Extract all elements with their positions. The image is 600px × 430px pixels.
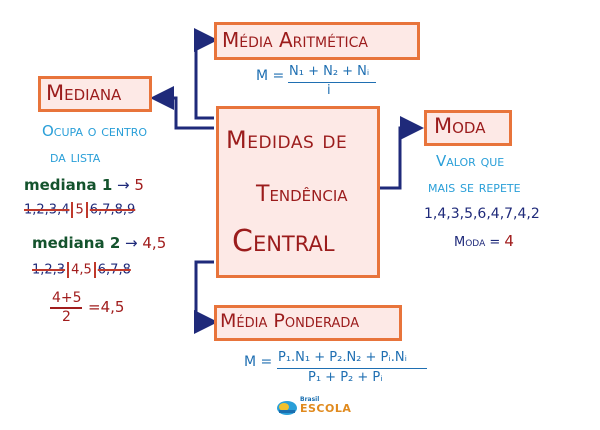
mediana-calc-numerator: 4+5	[52, 290, 82, 306]
mediana-example2-header: mediana 2 → 4,5	[32, 234, 166, 252]
book-icon	[277, 401, 297, 415]
aritmetica-fraction-bar	[288, 82, 376, 83]
moda-box	[424, 110, 512, 146]
mediana-example1-label: mediana 1	[24, 176, 113, 194]
ponderada-formula-numerator: P₁.N₁ + P₂.N₂ + Pᵢ.Nᵢ	[278, 350, 407, 365]
ponderada-fraction-bar	[277, 368, 427, 369]
mediana-box	[38, 76, 152, 112]
mediana-calc-bar	[50, 307, 82, 309]
mediana-title: Mediana	[46, 81, 122, 105]
mediana-example1-list: 1,2,3,4 5 6,7,8,9	[24, 202, 135, 218]
logo-small-text: Brasil	[300, 396, 320, 403]
moda-result-value: 4	[504, 232, 514, 250]
central-title-line3: Central	[232, 224, 335, 259]
mediana-example1-middle: 5	[75, 202, 84, 218]
ponderada-title: Média Ponderada	[220, 310, 360, 332]
mediana-example2-value: 4,5	[142, 234, 167, 252]
mediana-example2-arrow: →	[125, 234, 143, 252]
central-title-line2: Tendência	[256, 182, 348, 207]
aritmetica-title: Média Aritmética	[222, 28, 368, 52]
arrow-to-aritmetica	[194, 28, 218, 120]
moda-desc-line1: Valor que	[436, 152, 505, 170]
central-title-line1: Medidas de	[226, 126, 348, 154]
arrow-to-mediana	[150, 86, 214, 130]
mediana-example2-middle: 4,5	[71, 262, 92, 278]
mediana-example1-arrow: →	[117, 176, 135, 194]
moda-result: Moda = 4	[454, 232, 514, 250]
ponderada-formula-denominator: P₁ + P₂ + Pᵢ	[308, 370, 383, 385]
arrow-to-ponderada	[194, 260, 218, 334]
mediana-example1-header: mediana 1 → 5	[24, 176, 144, 194]
mediana-example2-list: 1,2,3 4,5 6,7,8	[32, 262, 131, 278]
mediana-example1-value: 5	[134, 176, 144, 194]
mediana-example2-left: 1,2,3	[32, 262, 66, 278]
mediana-calc-denominator: 2	[62, 309, 71, 325]
moda-data-list: 1,4,3,5,6,4,7,4,2	[424, 206, 540, 222]
mediana-example2-label: mediana 2	[32, 234, 121, 252]
mediana-desc-line2: da lista	[50, 148, 101, 166]
mediana-calc-result: =4,5	[88, 298, 125, 316]
aritmetica-formula-denominator: i	[327, 83, 331, 98]
brasil-escola-logo: Brasil ESCOLA	[276, 396, 351, 418]
arrow-to-moda	[380, 116, 424, 190]
aritmetica-formula-lhs: M =	[256, 68, 285, 84]
mediana-desc-line1: Ocupa o centro	[42, 122, 148, 140]
mediana-example1-left: 1,2,3,4	[24, 202, 70, 218]
logo-main-text: ESCOLA	[300, 402, 352, 415]
moda-desc-line2: mais se repete	[428, 178, 521, 196]
ponderada-box	[214, 305, 402, 341]
ponderada-formula-lhs: M =	[244, 354, 273, 370]
mediana-example2-right: 6,7,8	[97, 262, 131, 278]
aritmetica-formula-numerator: N₁ + N₂ + Nᵢ	[289, 64, 370, 79]
central-box	[216, 106, 380, 278]
mediana-example1-right: 6,7,8,9	[89, 202, 136, 218]
moda-title: Moda	[434, 114, 486, 138]
aritmetica-box	[214, 22, 420, 60]
moda-result-label: Moda =	[454, 235, 501, 250]
